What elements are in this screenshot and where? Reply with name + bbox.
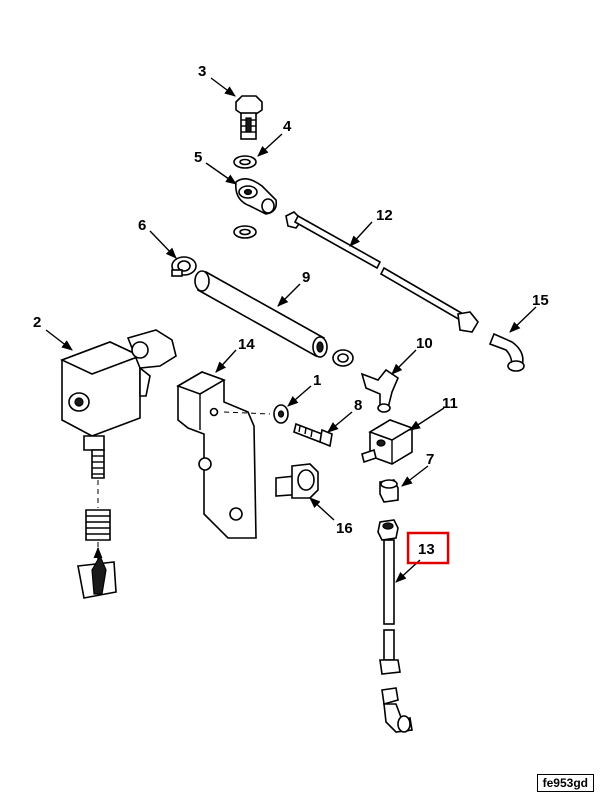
callout-3: 3 <box>198 63 206 80</box>
part-7-nut <box>379 479 399 503</box>
part-1-washer <box>273 404 289 424</box>
callout-labels: 3 4 5 6 12 9 15 2 14 10 1 8 11 7 16 <box>33 63 549 537</box>
figure-id-label: fe953gd <box>536 774 594 792</box>
callout-13: 13 <box>418 541 435 558</box>
part-4-washer <box>233 155 257 169</box>
callout-9: 9 <box>302 269 310 286</box>
part-10-elbow-barb <box>360 368 399 413</box>
part-14-bracket <box>176 371 257 539</box>
callout-5: 5 <box>194 149 202 166</box>
part-11-block <box>361 419 414 465</box>
part-9-hose <box>194 270 328 358</box>
part-clamp-lower <box>332 349 354 367</box>
assembly-line <box>223 411 271 415</box>
part-16-bolt <box>275 463 319 499</box>
callout-14: 14 <box>238 336 255 353</box>
callout-11: 11 <box>442 395 458 412</box>
highlighted-callout-13: 13 <box>406 531 450 565</box>
callout-8: 8 <box>354 397 362 414</box>
part-6-clamp <box>171 256 197 277</box>
callout-7: 7 <box>426 451 434 468</box>
callout-16: 16 <box>336 520 353 537</box>
callout-10: 10 <box>416 335 433 352</box>
part-2-solenoid <box>59 329 177 479</box>
part-15-elbow <box>488 332 525 372</box>
callout-2: 2 <box>33 314 41 331</box>
callout-6: 6 <box>138 217 146 234</box>
part-8-screw <box>293 422 333 448</box>
callout-12: 12 <box>376 207 393 224</box>
callout-4: 4 <box>283 118 292 135</box>
part-13-tube <box>377 519 413 733</box>
callout-15: 15 <box>532 292 549 309</box>
part-12-tube <box>285 211 479 333</box>
part-3-banjo-bolt <box>235 95 263 140</box>
part-2-spring-and-cap <box>77 480 117 599</box>
part-5-banjo-fitting <box>233 178 278 239</box>
callout-1: 1 <box>313 372 321 389</box>
